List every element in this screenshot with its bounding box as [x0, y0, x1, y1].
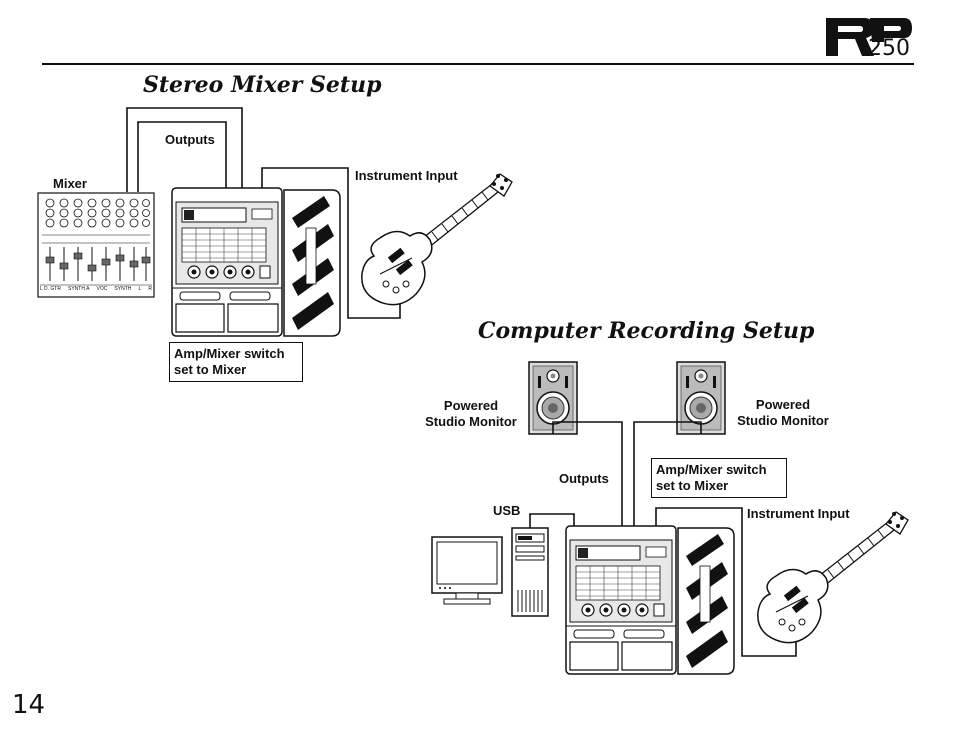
stereo-outputs-label: Outputs	[165, 132, 215, 147]
recording-switch-note: Amp/Mixer switch set to Mixer	[651, 458, 787, 498]
switch-note-line: Amp/Mixer switch	[656, 462, 767, 477]
stereo-instrument-input-label: Instrument Input	[355, 168, 458, 183]
stereo-switch-note: Amp/Mixer switch set to Mixer	[169, 342, 303, 382]
page-number: 14	[12, 690, 46, 720]
recording-instrument-input-label: Instrument Input	[747, 506, 850, 521]
stereo-instrument-cable	[261, 167, 401, 319]
logo-model-text: 250	[868, 36, 910, 61]
mixer-strip-label: VOC	[96, 286, 108, 292]
usb-label: USB	[493, 503, 521, 518]
guitar-stereo	[361, 173, 513, 306]
mixer-strip-label: SYNTH A	[68, 286, 90, 292]
header-rule	[42, 63, 914, 65]
recording-outputs-label: Outputs	[559, 471, 609, 486]
stereo-output-cables	[126, 107, 243, 192]
monitor-label-line: Powered	[755, 397, 811, 412]
guitar-recording	[757, 511, 909, 644]
stereo-section-title: Stereo Mixer Setup	[143, 72, 382, 98]
mixer-strip-label: R	[148, 286, 152, 292]
mixer-label: Mixer	[53, 176, 87, 191]
recording-output-cables	[552, 421, 702, 526]
switch-note-line: Amp/Mixer switch	[174, 346, 285, 361]
mixer-strip-label: L	[138, 286, 142, 292]
monitor-label-line: Studio Monitor	[425, 414, 517, 429]
powered-monitor-right-label: Powered Studio Monitor	[728, 397, 838, 429]
rp250-logo: 250	[824, 12, 914, 62]
powered-monitor-left-label: Powered Studio Monitor	[416, 398, 526, 430]
switch-note-line: set to Mixer	[656, 478, 729, 493]
computer-tower	[511, 527, 549, 617]
rp250-pedal-recording	[565, 525, 735, 675]
recording-instrument-cable	[655, 507, 797, 657]
mixer-device	[37, 192, 155, 298]
computer-monitor	[431, 536, 503, 605]
switch-note-line: set to Mixer	[174, 362, 247, 377]
monitor-label-line: Studio Monitor	[737, 413, 829, 428]
mixer-strip-label: L D. GTR	[40, 286, 61, 292]
recording-section-title: Computer Recording Setup	[478, 318, 815, 344]
mixer-strip-labels: L D. GTR SYNTH A VOC SYNTH L R	[40, 286, 152, 296]
mixer-strip-label: SYNTH	[114, 286, 132, 292]
monitor-label-line: Powered	[443, 398, 499, 413]
rp250-pedal-stereo	[171, 187, 341, 337]
